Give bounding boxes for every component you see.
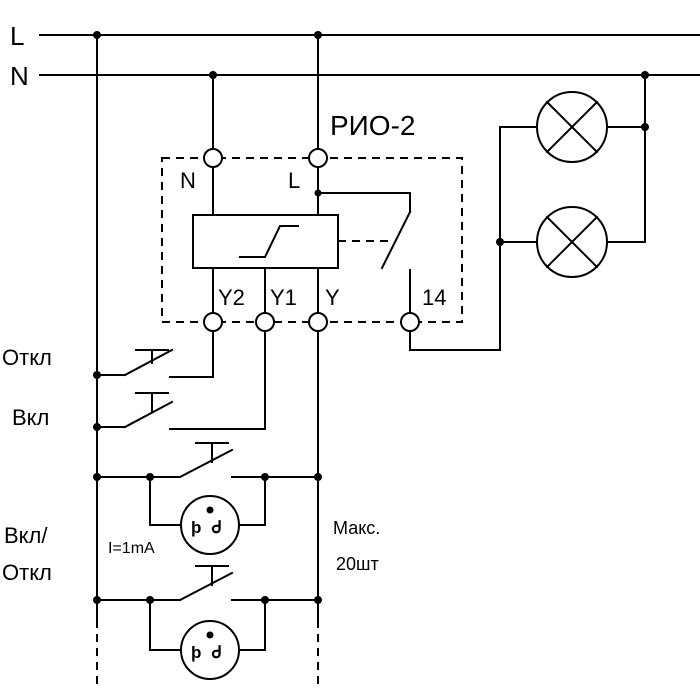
svg-text:ϸ: ϸ — [191, 518, 201, 537]
terminal-y1 — [255, 312, 275, 332]
svg-text:Ꮷ: Ꮷ — [211, 518, 221, 537]
supply-lines: L N — [10, 21, 700, 91]
illuminated-button: ϸ Ꮷ I=1mA — [96, 442, 319, 557]
lamp-group — [409, 74, 646, 351]
toggle-button-label-line1: Вкл/ — [4, 523, 48, 548]
neutral-line-label: N — [10, 61, 29, 91]
relay-module: РИО-2 N L Y2 Y1 Y 14 — [161, 110, 463, 332]
off-button: Откл — [2, 330, 214, 378]
on-button: Вкл — [12, 330, 266, 430]
junctions — [93, 31, 649, 604]
relay-coil-block — [192, 214, 339, 269]
terminal-n — [203, 148, 223, 168]
off-button-label: Откл — [2, 345, 52, 370]
terminal-14 — [400, 312, 420, 332]
indicator-lamp-icon: ϸ Ꮷ — [180, 620, 240, 680]
terminal-y1-label: Y1 — [270, 285, 297, 310]
lamp-icon — [536, 91, 608, 163]
terminal-y-label: Y — [325, 285, 340, 310]
terminal-l-label: L — [288, 168, 300, 193]
illuminated-button: ϸ Ꮷ — [96, 565, 319, 680]
indicator-lamp-icon: ϸ Ꮷ — [180, 495, 240, 555]
lamp-icon — [536, 206, 608, 278]
max-note-line1: Макс. — [333, 518, 380, 538]
on-button-label: Вкл — [12, 405, 49, 430]
svg-text:ϸ: ϸ — [191, 643, 201, 662]
terminal-14-label: 14 — [422, 285, 446, 310]
max-note-line2: 20шт — [336, 554, 379, 574]
terminal-y — [308, 312, 328, 332]
terminal-y2-label: Y2 — [218, 285, 245, 310]
terminal-l — [308, 148, 328, 168]
svg-text:Ꮷ: Ꮷ — [211, 643, 221, 662]
terminal-y2 — [203, 312, 223, 332]
relay-housing — [161, 157, 463, 323]
relay-name: РИО-2 — [330, 110, 415, 141]
hysteresis-symbol — [239, 225, 299, 258]
toggle-button-label-line2: Откл — [2, 560, 52, 585]
relay-contact — [380, 210, 412, 270]
lamp-current-label: I=1mA — [108, 540, 155, 557]
phase-line-label: L — [10, 21, 24, 51]
terminal-n-label: N — [180, 168, 196, 193]
